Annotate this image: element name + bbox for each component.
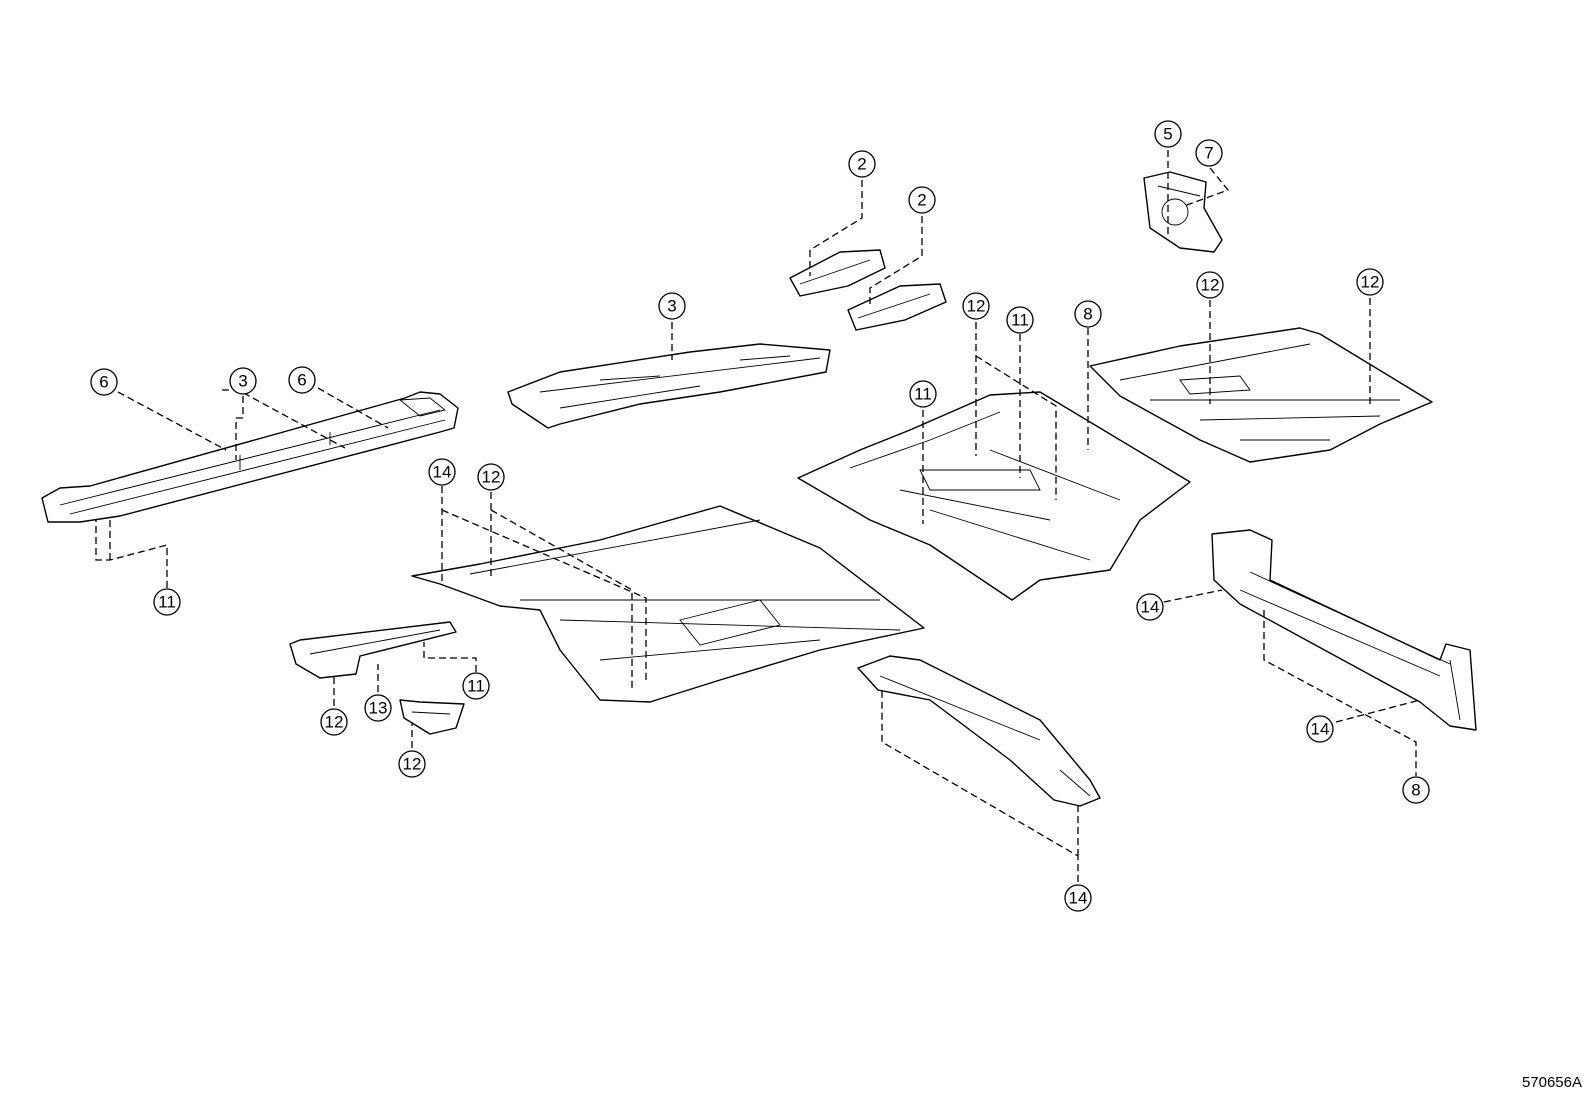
front-floor-pan xyxy=(411,505,925,703)
callout-11c: 11 xyxy=(909,380,937,408)
callout-11d: 11 xyxy=(462,672,490,700)
callout-8a: 8 xyxy=(1074,300,1102,328)
callout-8b: 8 xyxy=(1402,776,1430,804)
callout-11b: 11 xyxy=(1006,306,1034,334)
callout-2b: 2 xyxy=(908,186,936,214)
callout-11a-label: 11 xyxy=(158,593,176,612)
callout-5-label: 5 xyxy=(1163,125,1172,144)
rear-floor-pan xyxy=(1089,327,1433,463)
callout-12c: 12 xyxy=(1356,268,1384,296)
center-floor-cross-member xyxy=(507,343,831,429)
callout-12f-label: 12 xyxy=(403,755,422,774)
callout-6a: 6 xyxy=(90,368,118,396)
callout-12a: 12 xyxy=(962,292,990,320)
callout-3a-label: 3 xyxy=(667,297,676,316)
callout-14d: 14 xyxy=(1306,715,1334,743)
callout-12e: 12 xyxy=(320,708,348,736)
floor-bracket-b xyxy=(847,283,947,331)
callout-5: 5 xyxy=(1154,120,1182,148)
lower-floor-bracket-long xyxy=(289,621,457,679)
callout-12e-label: 12 xyxy=(325,713,344,732)
lower-floor-bracket-short xyxy=(399,699,465,735)
callout-12b: 12 xyxy=(1196,271,1224,299)
callout-8b-label: 8 xyxy=(1411,781,1420,800)
callout-12b-label: 12 xyxy=(1201,276,1220,295)
center-floor-side-member xyxy=(857,655,1101,807)
callout-7: 7 xyxy=(1195,139,1223,167)
callout-13: 13 xyxy=(364,694,392,722)
callout-3a: 3 xyxy=(658,292,686,320)
callout-14b-label: 14 xyxy=(1069,889,1088,908)
callout-12d: 12 xyxy=(477,463,505,491)
callout-3b: 3 xyxy=(229,367,257,395)
diagram-reference-code: 570656A xyxy=(1521,1074,1582,1091)
floor-gusset xyxy=(1143,171,1223,253)
left-floor-side-rail xyxy=(41,391,459,523)
callout-8a-label: 8 xyxy=(1083,305,1092,324)
callout-6a-label: 6 xyxy=(99,373,108,392)
callout-2a-label: 2 xyxy=(857,155,866,174)
callout-11c-label: 11 xyxy=(914,385,932,404)
callout-12d-label: 12 xyxy=(482,468,501,487)
callout-14c: 14 xyxy=(1136,593,1164,621)
callout-13-label: 13 xyxy=(369,699,388,718)
callout-14c-label: 14 xyxy=(1141,598,1160,617)
callout-12f: 12 xyxy=(398,750,426,778)
callout-12a-label: 12 xyxy=(967,297,986,316)
callout-14b: 14 xyxy=(1064,884,1092,912)
callout-11d-label: 11 xyxy=(467,677,485,696)
callout-3b-label: 3 xyxy=(238,372,247,391)
callout-14a-label: 14 xyxy=(433,463,452,482)
callout-11a: 11 xyxy=(153,588,181,616)
callout-6b: 6 xyxy=(288,366,316,394)
callout-14a: 14 xyxy=(428,458,456,486)
callout-12c-label: 12 xyxy=(1361,273,1380,292)
center-floor-pan xyxy=(797,391,1191,601)
callout-14d-label: 14 xyxy=(1311,720,1330,739)
callout-2b-label: 2 xyxy=(917,191,926,210)
callout-6b-label: 6 xyxy=(297,371,306,390)
leader-lines xyxy=(95,150,1421,882)
right-floor-side-rail xyxy=(1211,529,1477,731)
callout-11b-label: 11 xyxy=(1011,311,1029,330)
callout-2a: 2 xyxy=(848,150,876,178)
floor-bracket-a xyxy=(789,249,886,297)
callout-7-label: 7 xyxy=(1204,144,1213,163)
